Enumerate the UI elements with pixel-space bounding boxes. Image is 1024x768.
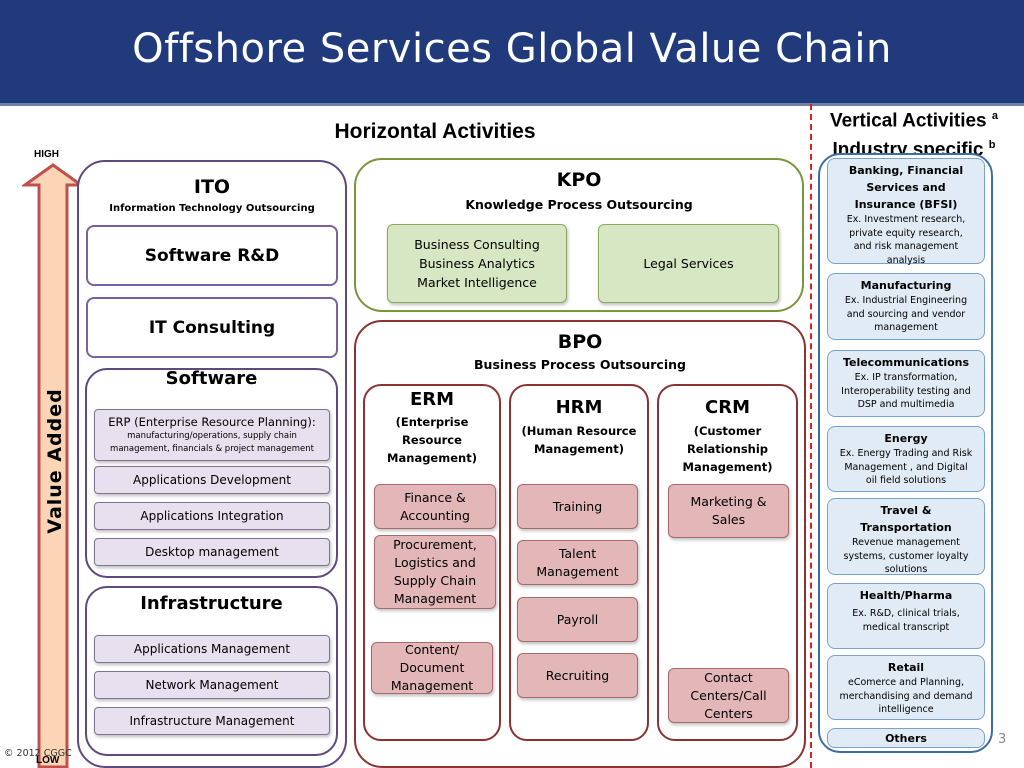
legal-services-box: Legal Services [598, 224, 779, 303]
retail-box: Retail eComerce and Planning,merchandisi… [827, 655, 985, 720]
crm-title: CRM [705, 397, 750, 418]
health-pharma-box: Health/Pharma Ex. R&D, clinical trials,m… [827, 583, 985, 649]
vertical-divider [810, 104, 812, 768]
infrastructure-title: Infrastructure [140, 593, 283, 614]
hrm-title: HRM [555, 397, 603, 418]
desktop-management-box: Desktop management [94, 538, 330, 566]
copyright-text: © 2012 CGGC [4, 748, 72, 759]
title-underline [0, 103, 1024, 106]
kpo-subtitle: Knowledge Process Outsourcing [465, 197, 693, 212]
bpo-title: BPO [557, 331, 603, 353]
axis-low-label: LOW [36, 755, 60, 766]
it-consulting-box: IT Consulting [86, 297, 338, 358]
erp-box: ERP (Enterprise Resource Planning): manu… [94, 409, 330, 461]
ito-title: ITO [193, 176, 231, 198]
travel-transportation-box: Travel &Transportation Revenue managemen… [827, 498, 985, 575]
network-management-box: Network Management [94, 671, 330, 699]
recruiting-box: Recruiting [517, 653, 638, 698]
payroll-box: Payroll [517, 597, 638, 642]
title-bar [0, 0, 1024, 103]
kpo-title: KPO [556, 169, 602, 191]
software-title: Software [165, 368, 258, 389]
value-added-label: Value Added [44, 388, 66, 534]
marketing-sales-box: Marketing &Sales [668, 484, 789, 538]
ito-subtitle: Information Technology Outsourcing [109, 203, 315, 214]
infrastructure-management-box: Infrastructure Management [94, 707, 330, 735]
applications-management-box: Applications Management [94, 635, 330, 663]
bpo-subtitle: Business Process Outsourcing [474, 357, 686, 372]
applications-integration-box: Applications Integration [94, 502, 330, 530]
finance-accounting-box: Finance &Accounting [374, 484, 496, 529]
manufacturing-box: Manufacturing Ex. Industrial Engineering… [827, 273, 985, 340]
slide-title: Offshore Services Global Value Chain [132, 26, 892, 72]
axis-high-label: HIGH [34, 149, 59, 160]
training-box: Training [517, 484, 638, 529]
erm-title: ERM [409, 389, 455, 410]
page-number: 3 [998, 732, 1007, 747]
software-rnd-box: Software R&D [86, 225, 338, 286]
telecommunications-box: Telecommunications Ex. IP transformation… [827, 350, 985, 417]
applications-development-box: Applications Development [94, 466, 330, 494]
others-box: Others [827, 728, 985, 748]
horizontal-activities-label: Horizontal Activities [334, 120, 536, 143]
